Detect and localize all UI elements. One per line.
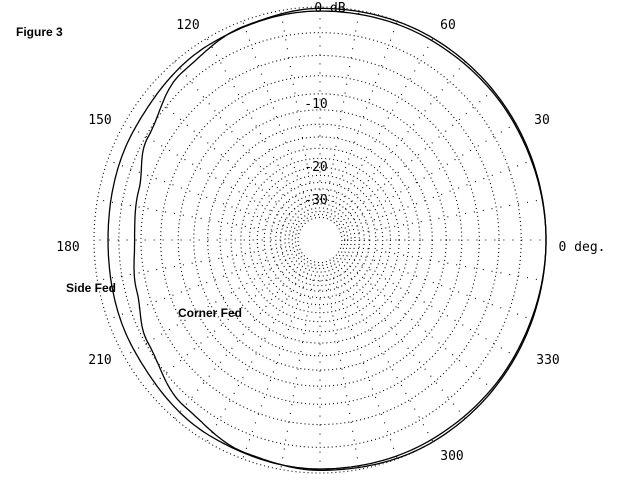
grid-ring: [177, 93, 463, 387]
grid-spoke: [146, 265, 291, 391]
radial-tick-minus30: -30: [304, 193, 327, 208]
angle-label-150: 150: [88, 113, 111, 128]
grid-spoke: [353, 123, 517, 221]
radial-tick-minus10: -10: [304, 97, 327, 112]
grid-spoke: [174, 270, 296, 419]
grid-ring: [248, 166, 392, 314]
grid-spoke: [332, 277, 398, 460]
pattern-curves: [107, 7, 547, 471]
grid-spoke: [146, 89, 291, 215]
angle-label-300: 300: [440, 449, 463, 464]
series-label-side-fed: Side Fed: [66, 281, 116, 295]
grid-spoke: [280, 279, 314, 470]
grid-spoke: [344, 61, 466, 210]
grid-ring: [118, 32, 522, 448]
grid-ring: [193, 109, 447, 371]
grid-spoke: [356, 159, 533, 227]
grid-ring: [219, 136, 421, 344]
grid-spoke: [123, 123, 287, 221]
grid-spoke: [206, 274, 301, 443]
grid-spoke: [353, 259, 517, 357]
angle-label-0: 0 deg.: [559, 240, 606, 255]
angle-label-330: 330: [536, 353, 559, 368]
grid-ring: [140, 54, 500, 426]
grid-spoke: [339, 274, 434, 443]
grid-ring: [269, 188, 371, 292]
grid-ring: [160, 75, 480, 405]
angle-label-120: 120: [176, 18, 199, 33]
grid-ring: [207, 123, 433, 357]
grid-ring: [297, 216, 343, 264]
grid-spoke: [344, 270, 466, 419]
angle-label-60: 60: [440, 18, 456, 33]
grid-spoke: [174, 61, 296, 210]
radial-tick-0db: 0 dB: [314, 1, 345, 16]
grid-ring: [263, 181, 377, 299]
grid-ring: [284, 203, 356, 277]
figure-title: Figure 3: [16, 25, 63, 39]
series-curve-side-fed: [107, 10, 547, 470]
angle-label-30: 30: [534, 113, 550, 128]
grid-spoke: [339, 37, 434, 206]
polar-grid: [93, 6, 547, 474]
grid-ring: [275, 193, 365, 287]
grid-spoke: [242, 20, 308, 203]
grid-ring: [294, 213, 346, 267]
grid-ring: [256, 174, 384, 306]
grid-ring: [291, 210, 349, 270]
angle-label-210: 210: [88, 353, 111, 368]
grid-ring: [230, 147, 410, 333]
series-curve-corner-fed: [133, 7, 547, 471]
series-label-corner-fed: Corner Fed: [178, 306, 242, 320]
grid-spoke: [332, 20, 398, 203]
radial-tick-minus20: -20: [304, 160, 327, 175]
grid-ring: [240, 157, 400, 323]
grid-ring: [288, 207, 352, 273]
angle-label-180: 180: [56, 240, 79, 255]
grid-spoke: [206, 37, 301, 206]
